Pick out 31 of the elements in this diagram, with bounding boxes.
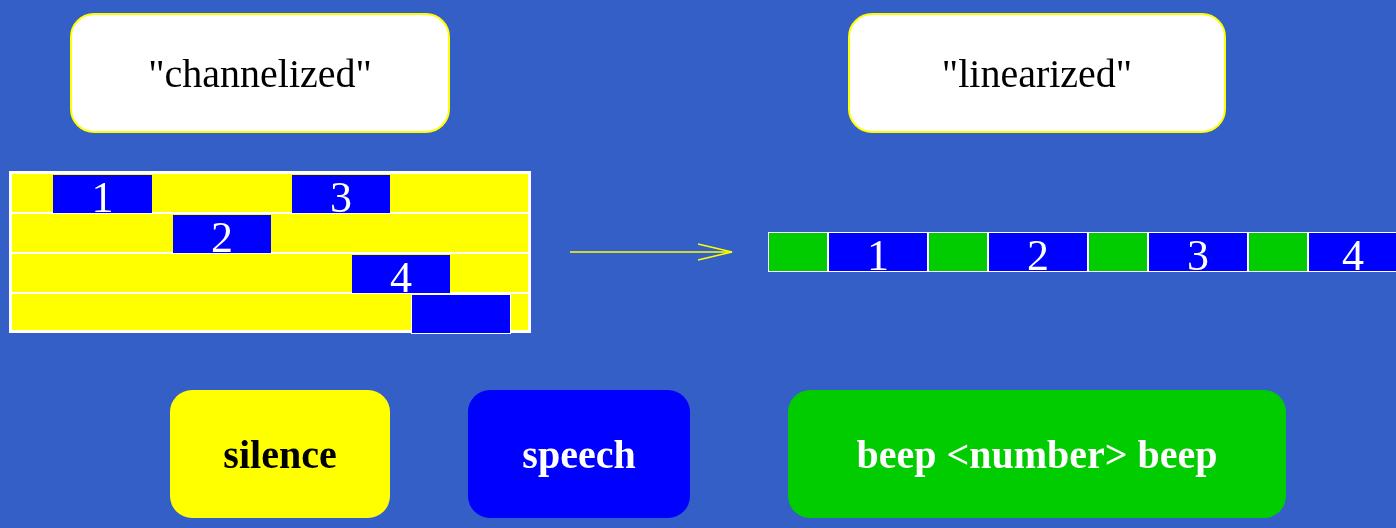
speech-segment xyxy=(829,233,927,271)
speech-segment xyxy=(1149,233,1247,271)
heading-text: "channelized" xyxy=(148,49,372,97)
heading-box xyxy=(70,13,450,133)
timeline-bar xyxy=(768,232,1396,272)
legend-swatch: beep <number> beep xyxy=(788,390,1286,518)
segment-number: 1 xyxy=(867,230,889,278)
legend-swatch: speech xyxy=(468,390,690,518)
beep-segment xyxy=(929,233,987,271)
legend-swatch: silence xyxy=(170,390,390,518)
segment-number: 3 xyxy=(330,172,352,220)
segment-number: 1 xyxy=(91,172,114,220)
speech-segment xyxy=(173,215,271,253)
beep-segment xyxy=(1249,233,1307,271)
speech-segment xyxy=(352,255,450,293)
speech-segment xyxy=(53,175,152,213)
segment-number: 4 xyxy=(1342,230,1364,278)
segment-number: 4 xyxy=(390,252,412,300)
beep-segment xyxy=(769,233,827,271)
beep-segment xyxy=(1089,233,1147,271)
segment-number: 3 xyxy=(1187,230,1209,278)
arrow xyxy=(569,243,733,261)
segment-number: 2 xyxy=(211,212,233,260)
channel-grid xyxy=(10,172,530,332)
segment-number: 2 xyxy=(1027,230,1049,278)
speech-segment xyxy=(1309,233,1396,271)
heading-text: "linearized" xyxy=(941,49,1133,97)
heading-box xyxy=(848,13,1226,133)
speech-segment xyxy=(989,233,1087,271)
speech-segment xyxy=(292,175,390,213)
speech-segment xyxy=(412,295,510,333)
